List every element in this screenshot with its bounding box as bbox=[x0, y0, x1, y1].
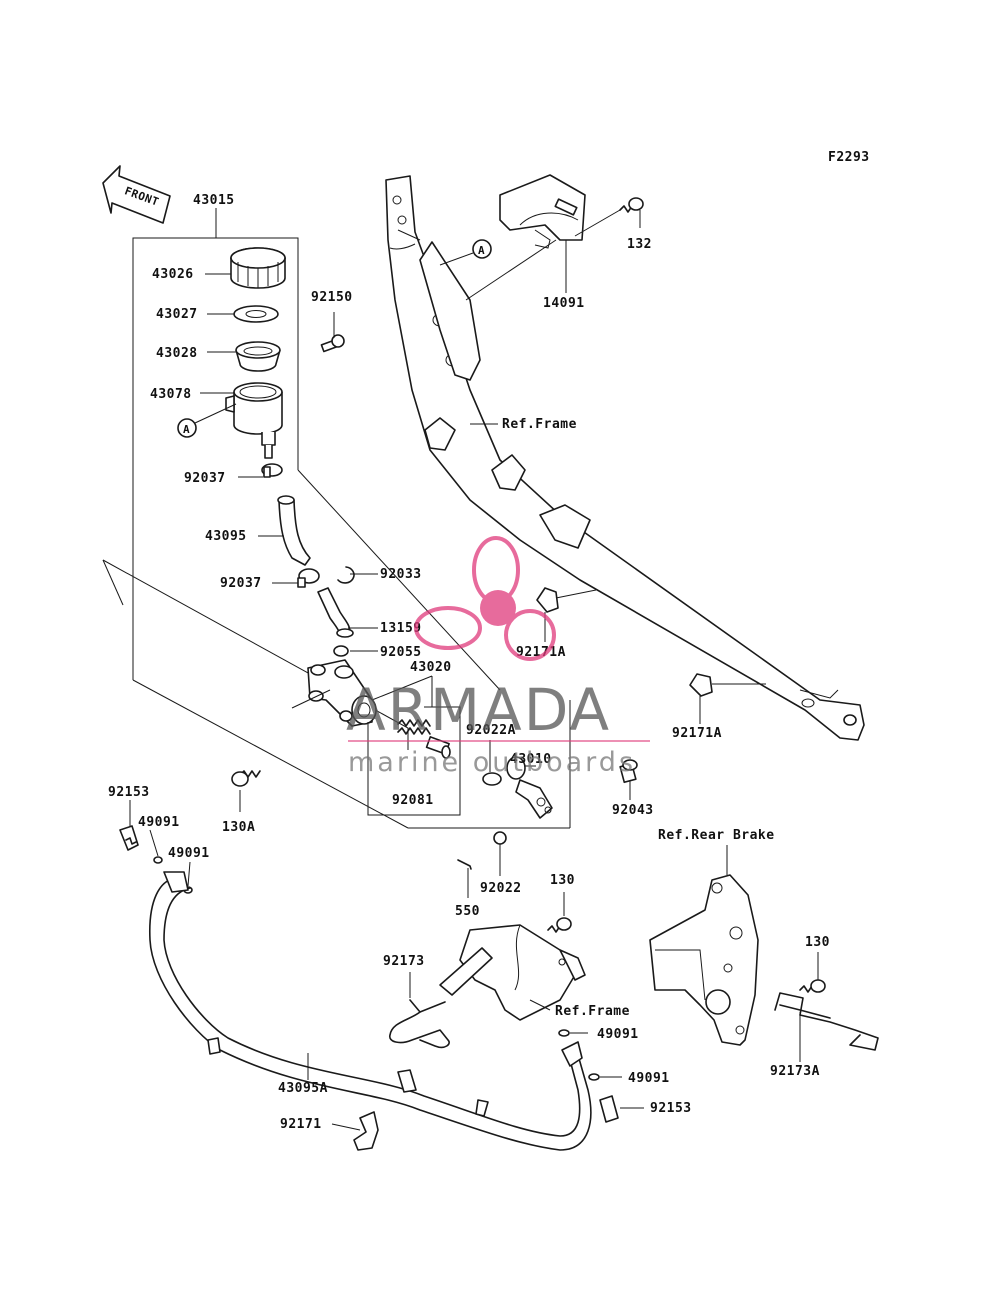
reservoir-cap bbox=[230, 247, 286, 289]
clip-92173 bbox=[389, 947, 493, 1049]
banjo-bolt-left bbox=[119, 825, 139, 851]
diaphragm-plate bbox=[233, 305, 279, 323]
label-49091-2: 49091 bbox=[168, 846, 210, 861]
callout-letter: A bbox=[183, 423, 190, 436]
pin bbox=[619, 759, 638, 784]
callout-a-left: A bbox=[177, 403, 237, 438]
label-43095a: 43095A bbox=[278, 1081, 328, 1096]
clamp-92171a-right bbox=[689, 673, 766, 697]
rear-brake-bracket bbox=[649, 874, 759, 1046]
label-43078: 43078 bbox=[150, 387, 192, 402]
hose-clamp-upper bbox=[261, 463, 283, 478]
body-guide-line bbox=[291, 689, 331, 709]
label-49091-3: 49091 bbox=[597, 1027, 639, 1042]
bolt-130-right bbox=[799, 979, 826, 993]
brake-hose bbox=[149, 871, 592, 1151]
washer-49091-4 bbox=[588, 1073, 600, 1081]
label-43028: 43028 bbox=[156, 346, 198, 361]
watermark-tagline: marine outboards bbox=[348, 747, 636, 778]
clamp-92171 bbox=[353, 1111, 379, 1151]
o-ring bbox=[333, 645, 349, 657]
label-92173: 92173 bbox=[383, 954, 425, 969]
label-92037-lower: 92037 bbox=[220, 576, 262, 591]
bolt-130a bbox=[231, 770, 261, 787]
washer bbox=[493, 831, 507, 845]
label-43020: 43020 bbox=[410, 660, 452, 675]
label-92037-upper: 92037 bbox=[184, 471, 226, 486]
bolt-130-middle bbox=[547, 917, 572, 933]
piston-bracket-box bbox=[367, 706, 461, 816]
label-92171: 92171 bbox=[280, 1117, 322, 1132]
watermark-brand: ARMADA bbox=[346, 676, 611, 744]
washer-49091-1 bbox=[153, 856, 163, 864]
label-92055: 92055 bbox=[380, 645, 422, 660]
label-43026: 43026 bbox=[152, 267, 194, 282]
clamp-92171a-upper bbox=[536, 587, 597, 613]
leader-lines bbox=[129, 210, 819, 1131]
master-cylinder-body bbox=[307, 659, 377, 727]
watermark: ARMADA marine outboards bbox=[346, 536, 650, 778]
clip-92173a bbox=[774, 992, 879, 1051]
label-132: 132 bbox=[627, 237, 652, 252]
label-49091-1: 49091 bbox=[138, 815, 180, 830]
circlip bbox=[337, 566, 355, 584]
banjo-bolt-right bbox=[599, 1095, 619, 1123]
label-92081: 92081 bbox=[392, 793, 434, 808]
cotter-pin bbox=[457, 859, 472, 870]
reservoir-hose bbox=[277, 495, 311, 566]
hose-clamp-lower bbox=[297, 568, 320, 588]
label-130-right: 130 bbox=[805, 935, 830, 950]
part-labels: 43015 43026 43027 43028 43078 92150 9203… bbox=[108, 193, 830, 1132]
label-92173a: 92173A bbox=[770, 1064, 820, 1079]
label-92153-right: 92153 bbox=[650, 1101, 692, 1116]
label-43010: 43010 bbox=[510, 752, 552, 767]
label-43015: 43015 bbox=[193, 193, 235, 208]
label-92171a-upper: 92171A bbox=[516, 645, 566, 660]
label-92153-left: 92153 bbox=[108, 785, 150, 800]
label-92150: 92150 bbox=[311, 290, 353, 305]
label-92033: 92033 bbox=[380, 567, 422, 582]
label-92022: 92022 bbox=[480, 881, 522, 896]
label-130a: 130A bbox=[222, 820, 255, 835]
label-550: 550 bbox=[455, 904, 480, 919]
label-92171a-right: 92171A bbox=[672, 726, 722, 741]
label-13159: 13159 bbox=[380, 621, 422, 636]
frame-outline bbox=[385, 175, 865, 741]
label-43095: 43095 bbox=[205, 529, 247, 544]
reservoir-body bbox=[225, 382, 283, 459]
front-arrow-icon: FRONT bbox=[102, 165, 171, 224]
label-92022a: 92022A bbox=[466, 723, 516, 738]
push-rod bbox=[506, 756, 553, 819]
bolt-132 bbox=[465, 197, 644, 301]
washer-49091-3 bbox=[558, 1029, 570, 1037]
callout-a-right: A bbox=[439, 239, 492, 266]
label-ref-rear-brake: Ref.Rear Brake bbox=[658, 828, 775, 843]
label-ref-frame-upper: Ref.Frame bbox=[502, 417, 577, 432]
label-49091-4: 49091 bbox=[628, 1071, 670, 1086]
diaphragm bbox=[235, 341, 281, 372]
propeller-logo-icon bbox=[414, 536, 556, 661]
label-43027: 43027 bbox=[156, 307, 198, 322]
cover-14091 bbox=[499, 174, 586, 249]
assembly-bracket-43015 bbox=[102, 208, 571, 829]
bolt-92150 bbox=[320, 334, 345, 353]
figure-code: F2293 bbox=[828, 150, 870, 165]
label-ref-frame-lower: Ref.Frame bbox=[555, 1004, 630, 1019]
label-92043: 92043 bbox=[612, 803, 654, 818]
label-14091: 14091 bbox=[543, 296, 585, 311]
label-130-middle: 130 bbox=[550, 873, 575, 888]
callout-letter: A bbox=[478, 244, 485, 257]
snap-ring bbox=[482, 772, 502, 786]
hose-fitting bbox=[317, 587, 354, 638]
